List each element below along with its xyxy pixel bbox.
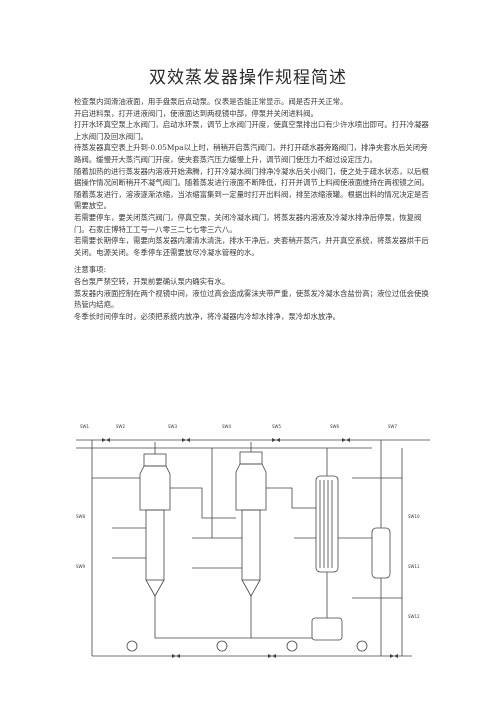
pump-2 [216,640,228,652]
process-flow-diagram: SW1 SW2 SW3 SW4 SW5 SW6 SW7 SW8 SW9 SW10… [76,424,430,658]
diagram-label: SW8 [76,514,85,519]
notes-heading: 注意事项: [74,265,107,275]
pump-3 [286,640,298,652]
paragraph: 随着蒸发进行，溶液逐渐浓缩，当浓缩富集到一定量时打开出料阀，排至浓缩液罐。根据出… [74,189,429,211]
evaporator-2 [235,442,267,618]
pump-4 [356,640,368,652]
paragraph: 若需要长期停车，需要向蒸发器内灌清水清洗，排水干净后，夹套稍开蒸汽，并开真空系统… [74,236,429,257]
note-item: 各台泵严禁空转，开泵前要确认泵内确实有水。 [74,276,230,286]
paragraph: 随着加热的进行蒸发器内溶液开始沸腾，打开冷凝水阀门排净冷凝水后关小阀门，使之处于… [74,166,429,188]
diagram-label: SW5 [272,424,281,429]
diagram-label: SW4 [222,424,231,429]
paragraph: 检查泵内润滑油液面，用手盘泵后点动泵。仪表是否能正常显示。阀是否开关正常。 [74,97,348,106]
diagram-label: SW9 [76,564,85,569]
pump-1 [126,640,138,652]
receiver-tank [338,440,391,656]
page-title: 双效蒸发器操作规程简述 [149,68,347,88]
evaporator-1 [139,442,171,618]
diagram-label: SW12 [408,614,420,619]
condenser [311,448,343,641]
diagram-label: SW2 [116,424,125,429]
diagram-label: SW10 [408,514,420,519]
paragraph: 待蒸发器真空表上升到-0.05Mpa以上时，稍稍开启蒸汽阀门，并打开疏水器旁路阀… [74,143,428,164]
paragraph: 打开水环真空泵上水阀门，启动水环泵，调节上水阀门开度，使真空泵排出口有少许水喷出… [74,120,429,141]
diagram-label: SW11 [408,564,420,569]
body-text: 检查泵内润滑油液面，用手盘泵后点动泵。仪表是否能正常显示。阀是否开关正常。 开启… [74,96,432,322]
note-item: 蒸发器内液面控制在两个视镜中间，液位过高会造成雾沫夹带严重，使蒸发冷凝水含盐份高… [74,288,429,310]
paragraph: 若需要停车，要关闭蒸汽阀门，停真空泵，关闭冷凝水阀门，将蒸发器内溶液及冷凝水排净… [74,212,422,234]
diagram-label: SW1 [80,424,89,429]
diagram-label: SW3 [168,424,177,429]
note-item: 冬季长时间停车时，必须把系统内放净，将冷凝器内冷却水排净，泵冷却水放净。 [74,311,341,321]
paragraph: 开启进料泵，打开进液阀门，使液面达到两视镜中部，停泵并关闭进料阀。 [74,108,318,118]
diagram-label: SW7 [388,424,397,429]
diagram-label: SW6 [330,424,339,429]
